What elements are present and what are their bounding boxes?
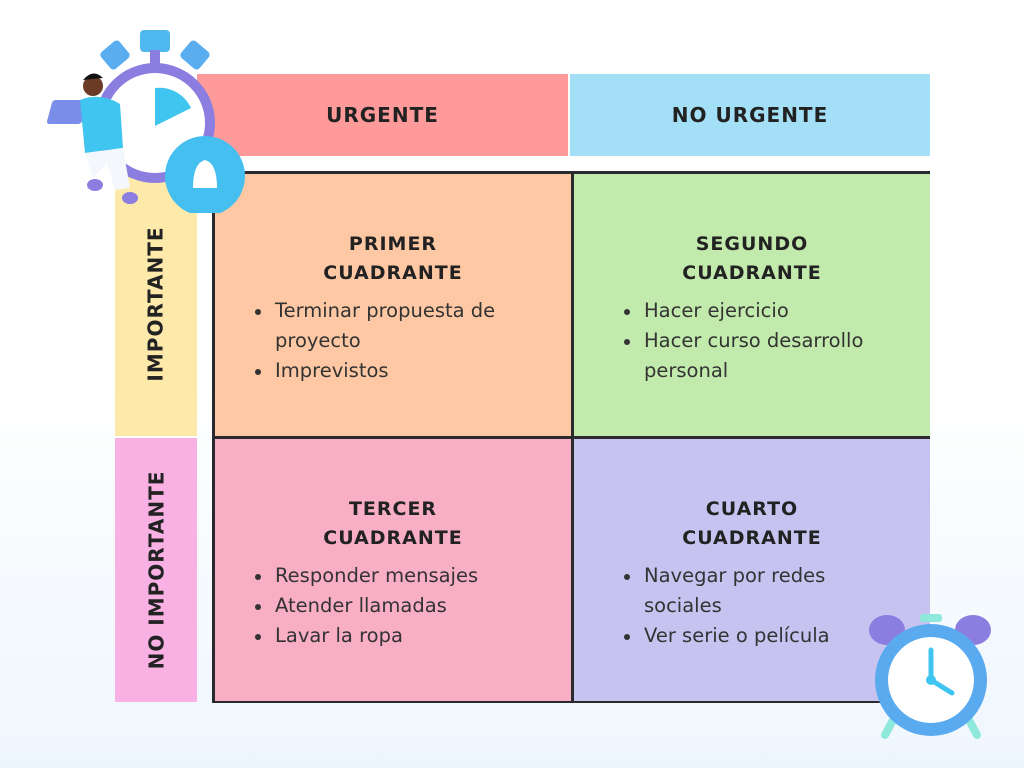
list-item: Hacer curso desarrollo personal xyxy=(624,326,904,386)
quadrant-title: PRIMER CUADRANTE xyxy=(215,230,571,288)
list-item: Hacer ejercicio xyxy=(624,296,904,326)
title-line: CUADRANTE xyxy=(682,262,822,284)
quadrant-title: TERCER CUADRANTE xyxy=(215,495,571,553)
title-line: PRIMER xyxy=(348,233,438,255)
quadrant-1: PRIMER CUADRANTE Terminar propuesta de pr… xyxy=(215,174,571,436)
quadrant-title: SEGUNDO CUADRANTE xyxy=(574,230,930,288)
quadrant-4: CUARTO CUADRANTE Navegar por redes social… xyxy=(574,439,930,701)
title-line: CUADRANTE xyxy=(323,527,463,549)
matrix-grid: PRIMER CUADRANTE Terminar propuesta de pr… xyxy=(212,171,930,703)
alarm-clock-illustration xyxy=(869,614,991,739)
row-label: NO IMPORTANTE xyxy=(144,470,169,670)
title-line: CUARTO xyxy=(705,498,799,520)
list-item: Ver serie o película xyxy=(624,621,904,651)
title-line: CUADRANTE xyxy=(682,527,822,549)
column-label: NO URGENTE xyxy=(671,103,829,127)
row-importante: IMPORTANTE xyxy=(115,172,197,436)
quadrant-title: CUARTO CUADRANTE xyxy=(574,495,930,553)
column-label: URGENTE xyxy=(326,103,439,127)
list-item: Responder mensajes xyxy=(255,561,535,591)
stopwatch-person-illustration xyxy=(46,30,245,213)
title-line: CUADRANTE xyxy=(323,262,463,284)
list-item: Imprevistos xyxy=(255,356,535,386)
list-item: Terminar propuesta de proyecto xyxy=(255,296,535,356)
list-item: Lavar la ropa xyxy=(255,621,535,651)
title-line: SEGUNDO xyxy=(695,233,809,255)
header-urgente: URGENTE xyxy=(197,74,568,156)
header-no-urgente: NO URGENTE xyxy=(570,74,930,156)
title-line: TERCER xyxy=(348,498,438,520)
list-item: Atender llamadas xyxy=(255,591,535,621)
row-no-importante: NO IMPORTANTE xyxy=(115,438,197,702)
list-item: Navegar por redes sociales xyxy=(624,561,904,621)
row-label: IMPORTANTE xyxy=(144,226,168,382)
